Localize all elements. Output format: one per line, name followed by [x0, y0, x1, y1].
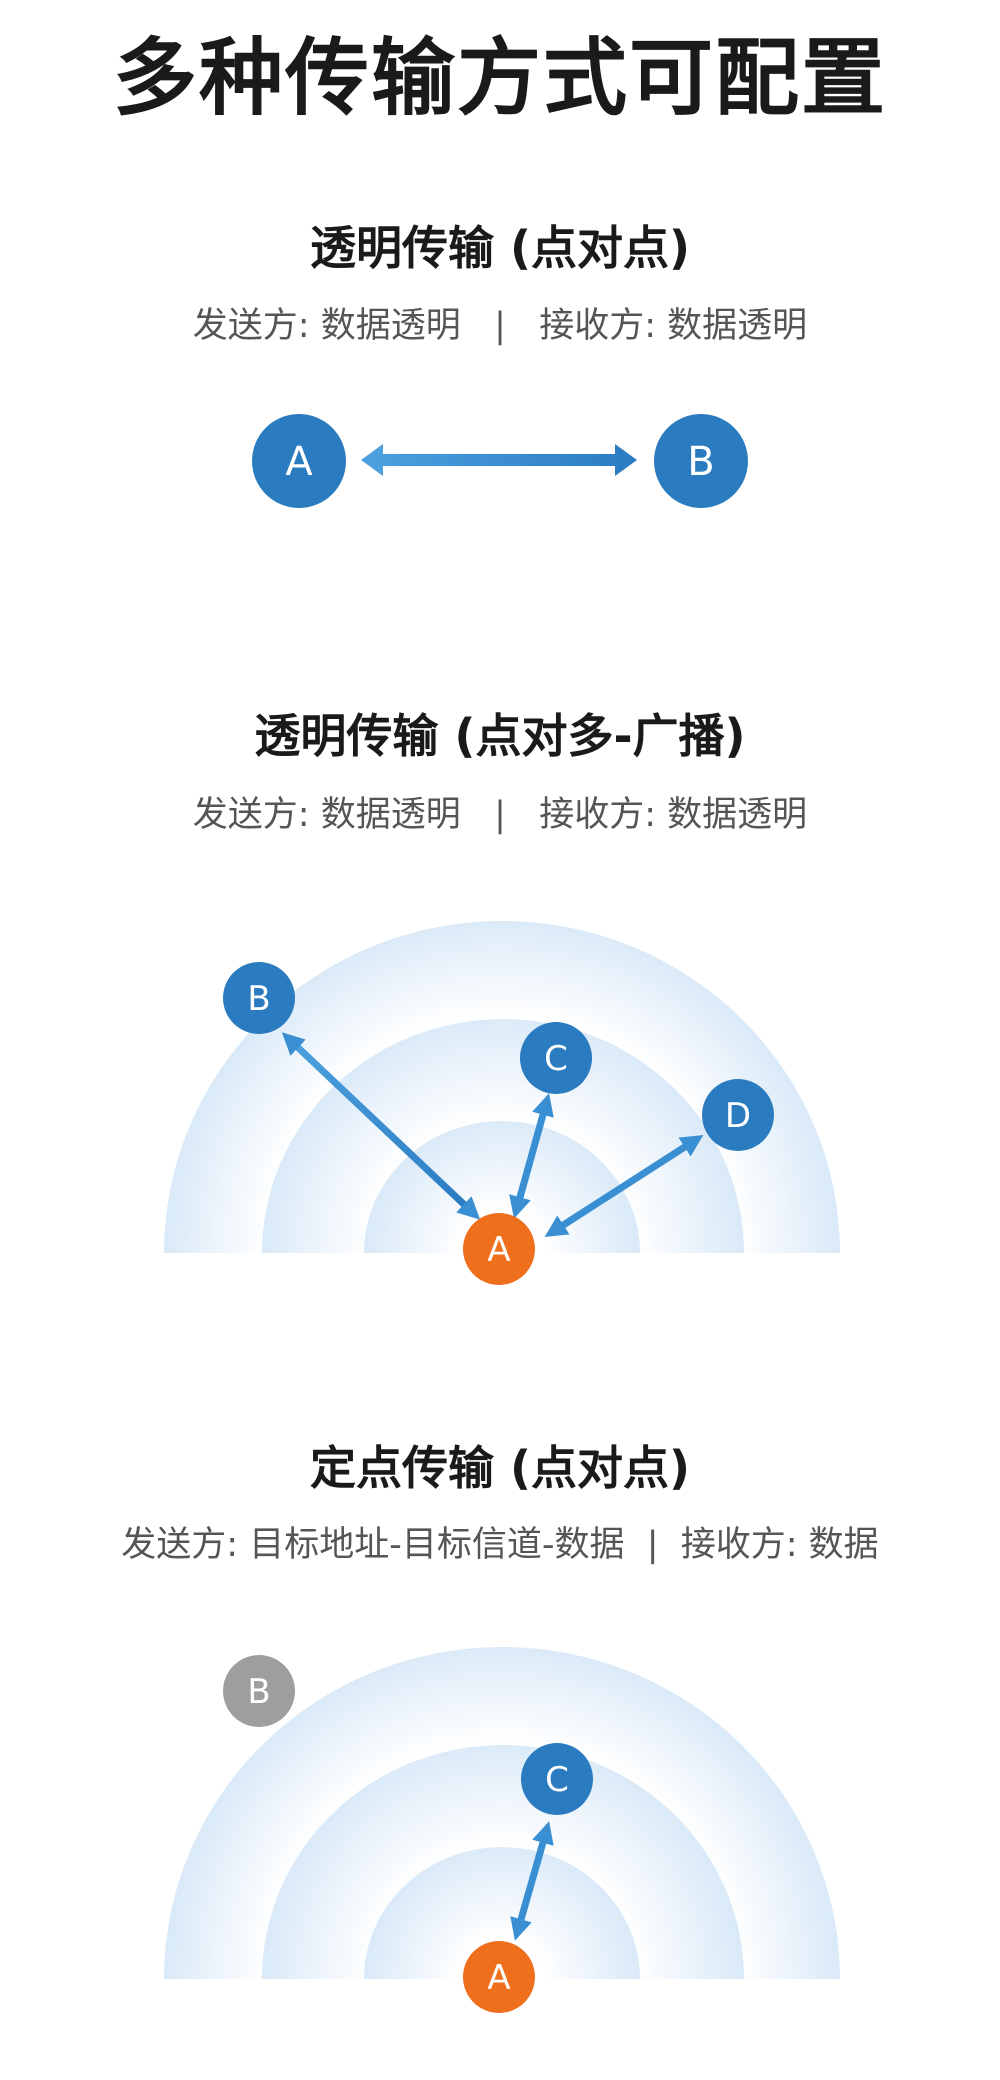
node-b: B [223, 962, 295, 1034]
node-d: D [702, 1079, 774, 1151]
diagram-fixed-point: B C A [164, 1647, 840, 2013]
svg-text:B: B [247, 979, 270, 1019]
node-a-source: A [463, 1941, 535, 2013]
link-a-b-arrow-icon [281, 1032, 481, 1220]
link-a-d-arrow-icon [544, 1134, 704, 1238]
node-a-source: A [463, 1213, 535, 1285]
section-subtitle-transparent-broadcast: 发送方: 数据透明 | 接收方: 数据透明 [192, 795, 808, 835]
section-subtitle-fixed-point: 发送方: 目标地址-目标信道-数据 | 接收方: 数据 [121, 1525, 879, 1565]
bidirectional-arrow-icon [361, 444, 637, 476]
section-title-transparent-broadcast: 透明传输 (点对多-广播) [254, 709, 746, 763]
section-title-transparent-p2p: 透明传输 (点对点) [309, 221, 691, 275]
link-a-c-arrow-icon [509, 1093, 554, 1219]
page-title: 多种传输方式可配置 [112, 29, 887, 127]
svg-text:B: B [247, 1672, 270, 1712]
svg-text:A: A [487, 1230, 510, 1270]
svg-text:A: A [285, 439, 313, 485]
link-a-c-arrow-icon [510, 1821, 554, 1941]
node-c: C [521, 1743, 593, 1815]
node-b-inactive: B [223, 1655, 295, 1727]
diagram-transparent-p2p: A B [252, 414, 748, 508]
node-b: B [654, 414, 748, 508]
svg-text:D: D [725, 1096, 751, 1136]
node-a: A [252, 414, 346, 508]
svg-text:C: C [545, 1760, 569, 1800]
section-subtitle-transparent-p2p: 发送方: 数据透明 | 接收方: 数据透明 [192, 306, 808, 346]
svg-text:C: C [544, 1039, 568, 1079]
section-title-fixed-point: 定点传输 (点对点) [309, 1441, 691, 1495]
svg-text:B: B [687, 439, 714, 485]
node-c: C [520, 1022, 592, 1094]
range-bands [164, 1647, 840, 1979]
svg-text:A: A [487, 1958, 510, 1998]
diagram-transparent-broadcast: B C D A [164, 921, 840, 1285]
